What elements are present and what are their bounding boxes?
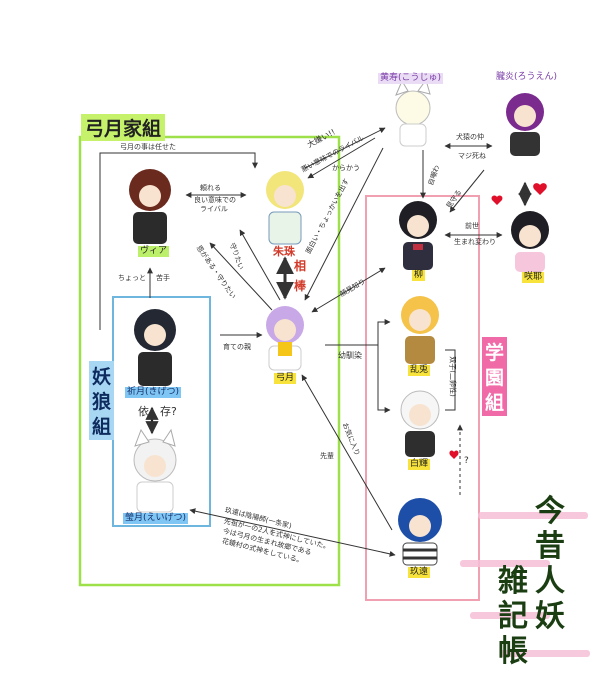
- label-tanomeru: 頼れる: [200, 184, 221, 192]
- yumizuki-figure: [266, 306, 304, 371]
- title-char: 記: [498, 599, 528, 634]
- heart-icon: [449, 450, 459, 459]
- label-karakau: からかう: [332, 164, 360, 172]
- name-ranshi: 乱兎: [408, 365, 431, 376]
- label-sou: 相: [294, 259, 307, 273]
- hakki-figure: [400, 390, 440, 457]
- title-decoration: [460, 512, 590, 657]
- name-yumizuki: 弓月: [274, 373, 297, 384]
- sakuya-figure: [511, 211, 549, 272]
- kigetsu-figure: [134, 309, 176, 386]
- label-senpai: 先輩: [320, 452, 334, 460]
- shuju-figure: [266, 171, 304, 245]
- group-label-yumizuki: 弓月家組: [81, 114, 166, 141]
- name-via: ヴィア: [138, 246, 170, 257]
- label-son: 存?: [160, 405, 177, 418]
- label-yumizuki-no-koto: 弓月の事は任せた: [120, 143, 176, 151]
- eigetsu-figure: [133, 428, 177, 513]
- label-yoi-imi-rival-2: ライバル: [200, 205, 228, 213]
- label-chotto: ちょっと: [118, 274, 146, 282]
- label-nigate: 苦手: [156, 274, 170, 282]
- yumizuki-group-box: [78, 135, 341, 587]
- group-label-gakuen-2: 園: [482, 362, 508, 391]
- group-label-yourou-3: 組: [89, 411, 115, 440]
- name-kigetsu: 祈月(きげつ): [125, 387, 182, 398]
- via-figure: [129, 169, 171, 244]
- name-genjuku: 玖遠: [408, 567, 431, 578]
- label-maji-shine: マジ死ね: [458, 152, 486, 160]
- name-shuju: 朱珠: [273, 245, 295, 258]
- name-kouju: 黄寿(こうじゅ): [378, 73, 444, 84]
- title-char: 今: [535, 494, 565, 529]
- group-label-gakuen-3: 組: [482, 387, 508, 416]
- label-zense: 前世: [465, 222, 479, 230]
- label-izon: 依: [138, 405, 149, 418]
- genjuku-figure: [398, 498, 442, 566]
- label-kenen-no-naka: 犬猿の仲: [456, 133, 484, 141]
- ranshi-figure: [401, 296, 439, 364]
- title-char: 雑: [498, 564, 528, 599]
- title-char: 人: [535, 564, 565, 599]
- yanagi-figure: [399, 201, 437, 270]
- label-yoi-imi-rival-1: 良い意味での: [194, 196, 236, 204]
- label-osananajimi: 幼馴染: [338, 351, 362, 360]
- label-heart-q: ?: [464, 456, 469, 466]
- group-label-yourou-2: 狼: [89, 386, 115, 415]
- title-char: 妖: [535, 599, 565, 634]
- name-rouen: 朧炎(ろうえん): [496, 72, 558, 82]
- name-hakki: 白輝: [408, 459, 431, 470]
- rouen-figure: [506, 93, 544, 156]
- title-char: 帳: [498, 634, 528, 669]
- label-bou: 棒: [294, 279, 307, 293]
- title-char: 昔: [535, 529, 565, 564]
- heart-icon: [533, 183, 547, 195]
- label-umarekawari: 生まれ変わり: [454, 238, 496, 246]
- name-eigetsu: 瑩月(えいげつ): [123, 513, 189, 524]
- heart-icon: [491, 195, 503, 205]
- name-yanagi: 柳: [412, 270, 426, 281]
- group-label-gakuen-1: 学: [482, 337, 508, 366]
- label-sodate-no-oya: 育ての親: [223, 343, 251, 351]
- kouju-figure: [395, 78, 431, 147]
- name-sakuya: 咲耶: [522, 272, 545, 283]
- group-label-yourou-1: 妖: [89, 361, 115, 390]
- label-futago: 双子(二卵性): [448, 356, 457, 397]
